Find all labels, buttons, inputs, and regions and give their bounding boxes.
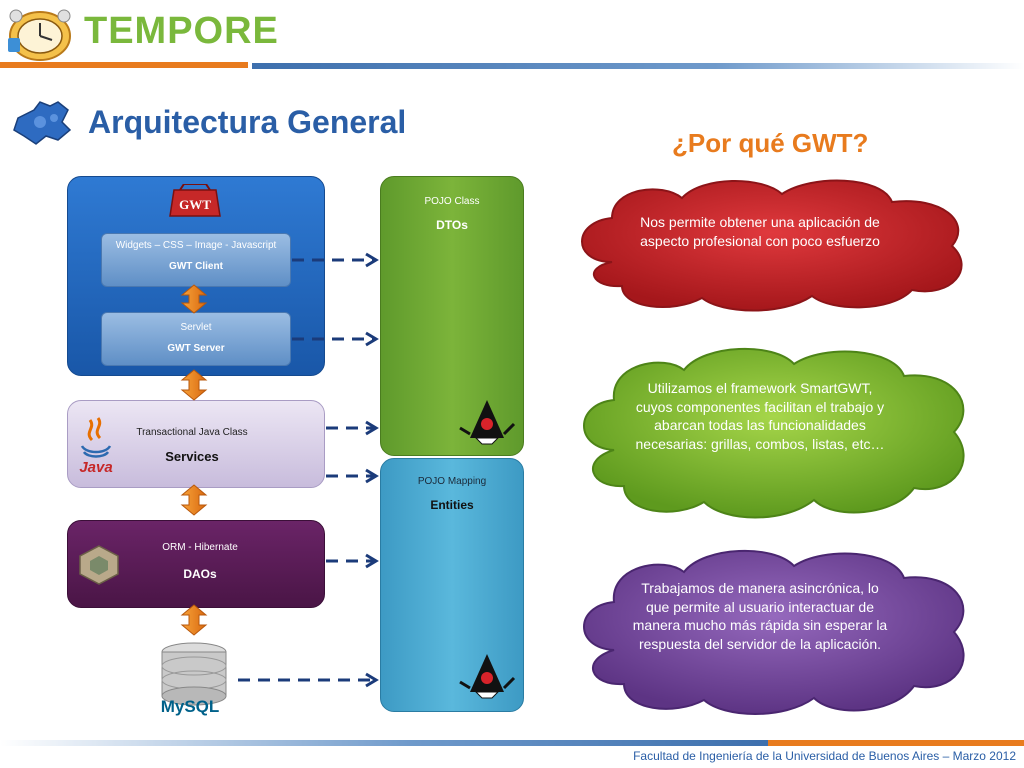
dtos-title: DTOs xyxy=(436,218,468,232)
services-title: Services xyxy=(165,449,219,464)
dtos-subtitle: POJO Class xyxy=(424,196,480,207)
connector-arrows xyxy=(238,252,379,688)
header-blue-bar xyxy=(252,63,1024,69)
entities-subtitle: POJO Mapping xyxy=(417,476,487,487)
puzzle-icon xyxy=(10,96,76,148)
entities-title: Entities xyxy=(430,498,474,512)
svg-text:MySQL: MySQL xyxy=(161,697,220,716)
gwt-client-box: Widgets – CSS – Image - Javascript GWT C… xyxy=(101,233,291,287)
clock-logo-icon xyxy=(4,6,74,62)
gwt-server-box: Servlet GWT Server xyxy=(101,312,291,366)
gwt-client-title: GWT Client xyxy=(169,261,223,272)
mysql-database-icon: MySQL xyxy=(154,640,234,720)
cloud-purple xyxy=(583,550,965,715)
why-gwt-title: ¿Por qué GWT? xyxy=(672,128,869,158)
bidirectional-arrows xyxy=(180,284,208,636)
duke-mascot-icon xyxy=(458,652,516,702)
gwt-client-subtitle: Widgets – CSS – Image - Javascript xyxy=(115,240,277,251)
svg-text:GWT: GWT xyxy=(179,197,211,212)
java-logo-icon: Java xyxy=(76,414,120,478)
daos-subtitle: ORM - Hibernate xyxy=(162,542,238,553)
header-orange-bar xyxy=(0,62,248,68)
daos-title: DAOs xyxy=(183,567,217,581)
svg-text:Java: Java xyxy=(79,459,112,476)
entities-column xyxy=(380,458,524,712)
services-subtitle: Transactional Java Class xyxy=(136,427,248,438)
footer-text: Facultad de Ingeniería de la Universidad… xyxy=(633,749,1016,763)
gwt-server-title: GWT Server xyxy=(167,343,225,354)
cloud-green-text: Utilizamos el framework SmartGWT, cuyos … xyxy=(635,380,885,452)
brand-name: TEMPORE xyxy=(84,10,279,52)
cloud-red xyxy=(581,179,963,312)
footer-bar xyxy=(0,740,1024,746)
slide-title: Arquitectura General xyxy=(88,104,407,140)
dtos-column xyxy=(380,176,524,456)
gwt-server-subtitle: Servlet xyxy=(180,322,212,333)
cloud-red-text: Nos permite obtener una aplicación de as… xyxy=(640,214,880,249)
gwt-logo-icon: GWT xyxy=(164,183,226,222)
cloud-purple-text: Trabajamos de manera asincrónica, lo que… xyxy=(632,580,888,652)
duke-mascot-icon xyxy=(458,398,516,448)
hibernate-logo-icon xyxy=(78,544,120,586)
cloud-green xyxy=(583,348,965,519)
